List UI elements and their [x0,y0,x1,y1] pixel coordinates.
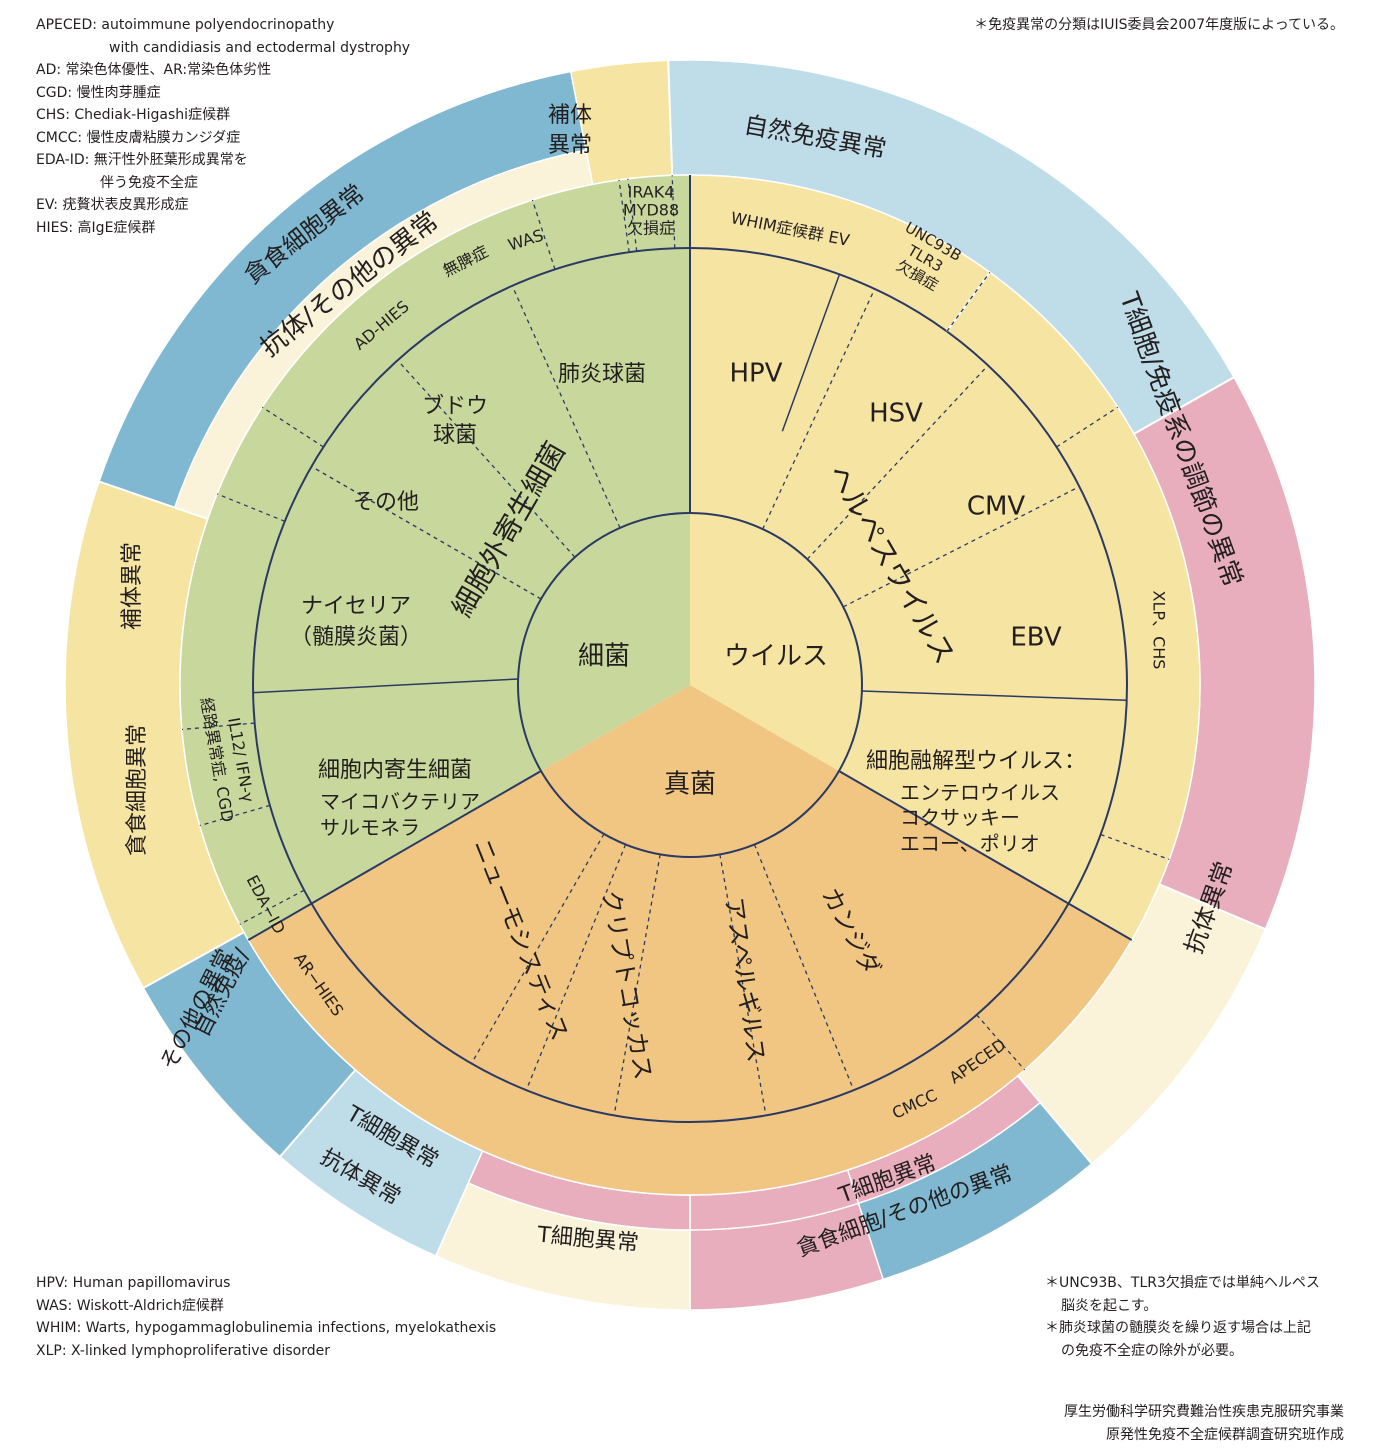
bacteria-sector [179,175,690,940]
divider-lines [98,60,1266,1196]
footnotes: ＊UNC93B、TLR3欠損症では単純ヘルペス 脳炎を起こす。 ＊肺炎球菌の髄膜… [1045,1272,1320,1362]
hpv-label: HPV [729,359,782,389]
main-divider-line [247,770,542,941]
band-divider-line [1159,883,1266,931]
band-divider-line [946,271,991,333]
abbreviations-bottom: HPV: Human papillomavirus WAS: Wiskott-A… [36,1272,496,1362]
footnote-line: ＊肺炎球菌の髄膜炎を繰り返す場合は上記 [1045,1320,1311,1336]
abbrev-line: CMCC: 慢性皮膚粘膜カンジダ症 [36,129,241,146]
fungi-label: 真菌 [664,770,716,800]
credits: 厚生労働科学研究費難治性疾患克服研究事業 原発性免疫不全症候群調査研究班作成 [1064,1401,1344,1446]
salmonella-label: サルモネラ [320,816,420,840]
abbrev-line: 伴う免疫不全症 [100,174,198,191]
abbrev-line: HPV: Human papillomavirus [36,1275,231,1291]
abbrev-line: EDA-ID: 無汗性外胚葉形成異常を [36,152,248,168]
abbrev-line: WHIM: Warts, hypogammaglobulinemia infec… [36,1320,497,1336]
sub-divider-line [861,690,1127,702]
ebv-label: EBV [1010,623,1061,653]
irak4-deficiency-label: 欠損症 [627,219,675,238]
classification-text: ＊免疫異常の分類はIUIS委員会2007年度版によっている。 [974,17,1344,33]
abbrev-line: WAS: Wiskott-Aldrich症候群 [36,1297,224,1314]
footnote-line: ＊UNC93B、TLR3欠損症では単純ヘルペス [1045,1275,1320,1291]
cmv-label: CMV [967,492,1026,522]
abbrev-line: with candidiasis and ectodermal dystroph… [109,39,411,56]
complement-top-label-2: 異常 [548,133,592,158]
other-bacteria-label: その他 [353,490,419,515]
xlp-chs-label: XLP、CHS [1150,591,1169,670]
credit-line: 厚生労働科学研究費難治性疾患克服研究事業 [1064,1404,1344,1420]
band-divider-line [1133,376,1235,435]
complement-left-label: 補体異常 [120,542,145,630]
abbrev-line: AD: 常染色体優性、AR:常染色体劣性 [36,62,272,78]
phagocyte-left-label: 貪食細胞異常 [125,724,150,856]
abbrev-line: CGD: 慢性肉芽腫症 [36,84,161,101]
bacteria-label: 細菌 [578,642,630,672]
sub-divider-line [781,274,841,432]
band-divider-line [667,60,674,176]
intracellular-bacteria-label: 細胞内寄生細菌 [318,758,472,783]
band-divider-line [279,1069,357,1158]
band-divider-line [1017,1075,1093,1165]
enterovirus-label: エンテロウイルス [900,781,1060,805]
complement-top-label-1: 補体 [548,103,592,128]
mycobacteria-label: マイコバクテリア [320,790,480,814]
outer-ring [64,59,1316,1311]
credit-line: 原発性免疫不全症候群調査研究班作成 [1106,1426,1344,1443]
virus-label: ウイルス [724,642,828,672]
main-divider-line [838,770,1133,941]
echo-polio-label: エコー、ポリオ [900,832,1040,856]
neisseria-label-2: （髄膜炎菌） [290,625,422,650]
abbrev-line: XLP: X-linked lymphoproliferative disord… [36,1342,330,1359]
staphylococcus-label-1: ブドウ [422,394,488,419]
irak4-label: IRAK4 [628,183,675,202]
virus-sector [690,175,1201,940]
footnote-line: 脳炎を起こす。 [1061,1297,1158,1314]
sub-divider-line [253,678,519,694]
pneumococcus-label: 肺炎球菌 [558,362,646,387]
hsv-label: HSV [869,399,923,429]
band-divider-line [142,931,245,989]
abbrev-line: APECED: autoimmune polyendocrinopathy [36,17,335,33]
abbrev-line: HIES: 高IgE症候群 [36,219,156,236]
footnote-line: の免疫不全症の除外が必要。 [1061,1342,1243,1359]
lytic-virus-label: 細胞融解型ウイルス： [866,749,1086,774]
abbrev-line: CHS: Chediak-Higashi症候群 [36,107,231,123]
myd88-label: MYD88 [623,201,679,220]
band-divider-line [98,480,209,520]
abbrev-line: EV: 疣贅状表皮異形成症 [36,197,189,213]
neisseria-label-1: ナイセリア [301,594,411,619]
coxsackie-label: コクサッキー [900,806,1020,830]
classification-note: ＊免疫異常の分類はIUIS委員会2007年度版によっている。 [974,14,1344,37]
abbreviations-top: APECED: autoimmune polyendocrinopathy wi… [36,14,410,239]
staphylococcus-label-2: 球菌 [433,423,477,448]
